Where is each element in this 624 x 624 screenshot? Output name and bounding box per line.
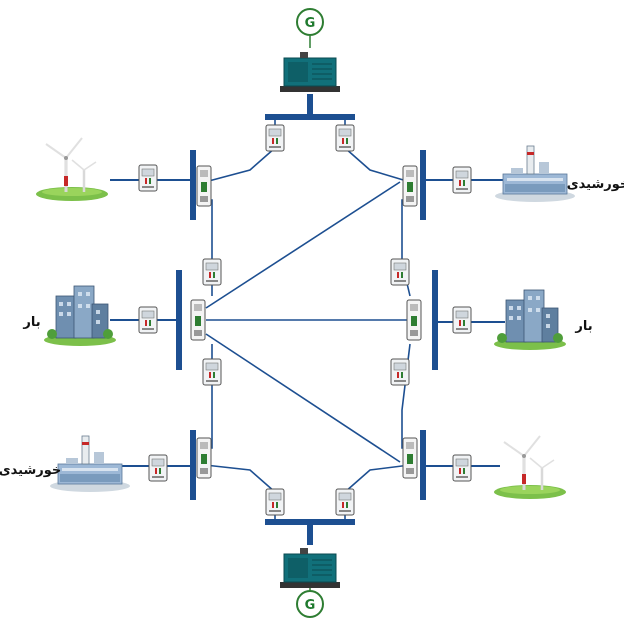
diesel-generator-icon-top bbox=[279, 51, 341, 93]
circuit-breaker-icon-source-mid-right bbox=[452, 306, 472, 334]
switchgear-icon-upper-left bbox=[196, 165, 212, 207]
generator-top-symbol: G bbox=[305, 16, 316, 31]
city-buildings-icon-left bbox=[43, 285, 117, 347]
circuit-breaker-icon-left-lower bbox=[202, 358, 222, 386]
circuit-breaker-icon-bottom-right bbox=[335, 488, 355, 516]
label-load-left: بار bbox=[22, 315, 40, 330]
factory-icon-lower-left bbox=[49, 435, 131, 493]
generator-bottom-feeder bbox=[307, 525, 313, 545]
busbar-mid-left bbox=[176, 270, 182, 370]
busbar-upper-right bbox=[420, 150, 426, 220]
busbar-lower-right bbox=[420, 430, 426, 500]
circuit-breaker-icon-source-upper-left bbox=[138, 164, 158, 192]
circuit-breaker-icon-right-lower bbox=[390, 358, 410, 386]
diesel-generator-icon-bottom bbox=[279, 547, 341, 589]
line-top-to-upper-right bbox=[344, 120, 411, 183]
interconnection-lines bbox=[204, 120, 411, 519]
switchgear-icon-upper-right bbox=[402, 165, 418, 207]
generator-top-circle bbox=[296, 8, 324, 36]
generator-bottom-circle bbox=[296, 590, 324, 618]
factory-icon-upper-right bbox=[494, 145, 576, 203]
busbar-mid-right bbox=[432, 270, 438, 370]
circuit-breaker-icon-source-mid-left bbox=[138, 306, 158, 334]
circuit-breaker-icon-source-upper-right bbox=[452, 166, 472, 194]
circuit-breaker-icon-source-lower-right bbox=[452, 454, 472, 482]
wind-turbine-icon-lower-right bbox=[492, 434, 568, 501]
generator-top-feeder bbox=[307, 94, 313, 114]
busbar-lower-left bbox=[190, 430, 196, 500]
circuit-breaker-icon-source-lower-left bbox=[148, 454, 168, 482]
line-mid-left-to-lower-right bbox=[205, 333, 401, 463]
city-buildings-icon-right bbox=[493, 289, 567, 351]
circuit-breaker-icon-bottom-left bbox=[265, 488, 285, 516]
source-feeders bbox=[110, 179, 505, 467]
busbar-bottom bbox=[265, 519, 355, 525]
line-lower-left-to-bottom bbox=[204, 464, 276, 519]
switchgear-icon-lower-right bbox=[402, 437, 418, 479]
label-solar-left: خورشیدی bbox=[0, 463, 61, 478]
line-mid-left-to-upper-right bbox=[205, 181, 401, 309]
switchgear-icon-lower-left bbox=[196, 437, 212, 479]
label-load-right: بار bbox=[574, 319, 592, 334]
line-top-to-upper-left bbox=[204, 120, 276, 183]
circuit-breaker-icon-top-right bbox=[335, 124, 355, 152]
circuit-breaker-icon-top-left bbox=[265, 124, 285, 152]
wind-turbine-icon-upper-left bbox=[34, 136, 110, 203]
circuit-breaker-icon-right-upper bbox=[390, 258, 410, 286]
busbar-upper-left bbox=[190, 150, 196, 220]
generator-bottom-symbol: G bbox=[305, 598, 316, 613]
switchgear-icon-mid-right bbox=[406, 299, 422, 341]
busbar-top bbox=[265, 114, 355, 120]
switchgear-icon-mid-left bbox=[190, 299, 206, 341]
circuit-breaker-icon-left-upper bbox=[202, 258, 222, 286]
label-solar-right: خورشیدی bbox=[567, 177, 624, 192]
line-lower-right-to-bottom bbox=[344, 464, 411, 519]
